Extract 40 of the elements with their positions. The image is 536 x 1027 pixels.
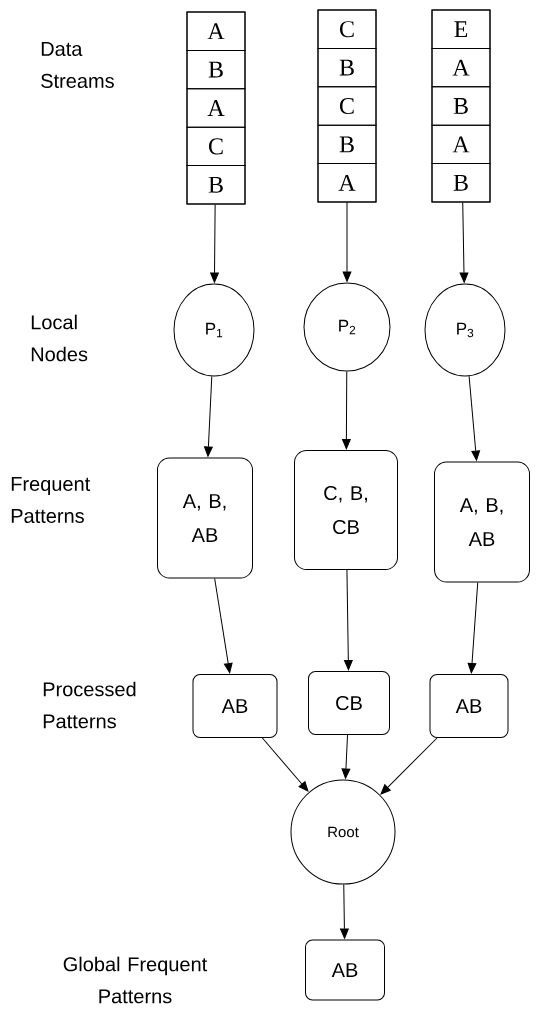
stream-cell: B (186, 49, 246, 90)
arrow (467, 582, 479, 674)
stream-cell: B (317, 47, 377, 88)
stream-cell: B (186, 165, 246, 205)
row-label: Frequent Patterns (11, 477, 91, 523)
pattern-box: AB (429, 674, 509, 738)
arrow (340, 884, 349, 939)
pattern-box: AB (305, 939, 385, 1001)
arrow (204, 375, 213, 457)
arrow (468, 375, 481, 461)
stream-cell: A (186, 11, 246, 51)
arrow (261, 737, 309, 792)
pattern-box: A, B, AB (157, 457, 253, 579)
pattern-box: AB (192, 674, 278, 738)
stream-cell: C (317, 9, 377, 49)
arrow (342, 202, 352, 282)
stream-cell: B (317, 124, 377, 165)
stream-cell: A (317, 163, 377, 203)
stream-cell: E (431, 9, 491, 49)
pattern-box: CB (308, 671, 390, 735)
arrow (341, 734, 351, 779)
stream-cell: A (431, 47, 491, 88)
row-label: Local Nodes (31, 314, 88, 362)
stream-cell: B (431, 163, 491, 203)
arrow (210, 204, 219, 283)
arrow (380, 737, 438, 795)
arrow (343, 569, 353, 671)
stream-cell: C (317, 86, 377, 126)
arrow (459, 202, 469, 283)
pattern-box: A, B, AB (434, 461, 530, 583)
arrow (214, 578, 233, 674)
stream-cell: A (186, 88, 246, 128)
row-label: Global Frequent Patterns (63, 956, 208, 1004)
stream-cell: C (186, 126, 246, 167)
stream-cell: A (431, 124, 491, 165)
row-label: Data Streams (41, 42, 114, 88)
stream-cell: B (431, 86, 491, 126)
pattern-box: C, B, CB (294, 450, 398, 570)
arrow (342, 371, 351, 450)
row-label: Processed Patterns (43, 681, 136, 729)
